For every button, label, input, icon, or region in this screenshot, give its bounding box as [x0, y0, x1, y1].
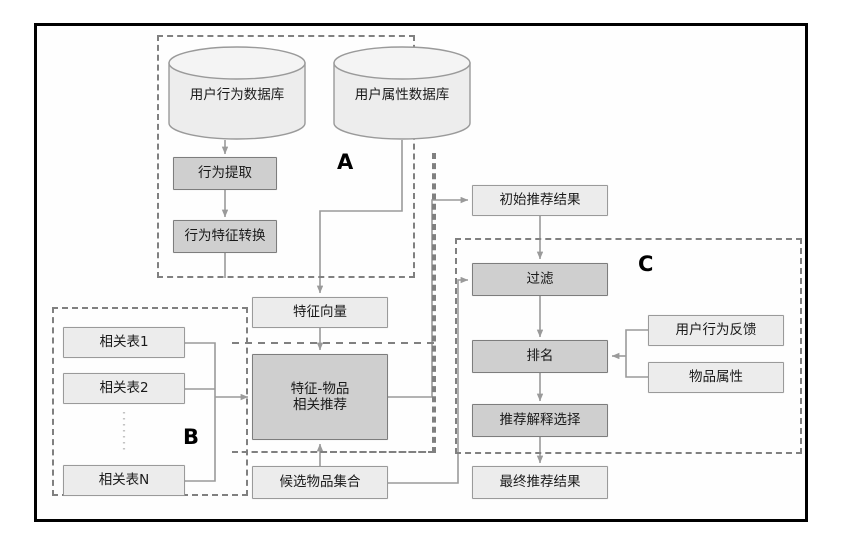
- node-recommend-explanation-select[interactable]: 推荐解释选择: [472, 404, 608, 437]
- group-c-boundary: [455, 238, 802, 454]
- node-feature-item-recommend-label: 特征-物品 相关推荐: [290, 380, 350, 413]
- node-candidate-item-set[interactable]: 候选物品集合: [252, 466, 388, 499]
- edge-relatedtable1-bus: [185, 342, 216, 397]
- node-feature-vector[interactable]: 特征向量: [252, 297, 388, 328]
- edge-feedback-bus: [625, 329, 648, 356]
- edge-itemattr-bus: [625, 356, 648, 378]
- node-related-table-2[interactable]: 相关表2: [63, 373, 185, 404]
- node-recommend-explanation-select-label: 推荐解释选择: [499, 412, 581, 429]
- edge-userattrdb-featurevector: [316, 140, 403, 294]
- user-attribute-db-shape: [333, 46, 471, 140]
- node-related-table-1[interactable]: 相关表1: [63, 327, 185, 358]
- node-related-table-n[interactable]: 相关表N: [63, 465, 185, 496]
- node-feature-item-recommend[interactable]: 特征-物品 相关推荐: [252, 354, 388, 440]
- group-label-c: C: [638, 252, 654, 276]
- node-user-behavior-feedback[interactable]: 用户行为反馈: [648, 315, 784, 346]
- node-final-recommend-result[interactable]: 最终推荐结果: [472, 466, 608, 499]
- group-middle-boundary-top: [232, 342, 436, 344]
- node-related-table-n-label: 相关表N: [98, 472, 150, 489]
- node-item-attribute-label: 物品属性: [689, 369, 743, 386]
- node-related-table-2-label: 相关表2: [99, 380, 149, 397]
- edge-relatedtablen-bus: [185, 397, 216, 482]
- node-filter[interactable]: 过滤: [472, 263, 608, 296]
- node-initial-recommend-result[interactable]: 初始推荐结果: [472, 185, 608, 216]
- node-filter-label: 过滤: [526, 271, 554, 288]
- node-feature-vector-label: 特征向量: [293, 304, 347, 321]
- node-behavior-feature-transform-label: 行为特征转换: [184, 228, 266, 245]
- node-ranking[interactable]: 排名: [472, 340, 608, 373]
- node-behavior-feature-transform[interactable]: 行为特征转换: [173, 220, 277, 253]
- node-user-behavior-feedback-label: 用户行为反馈: [675, 322, 757, 339]
- node-behavior-extraction[interactable]: 行为提取: [173, 157, 277, 190]
- group-label-a: A: [337, 150, 354, 174]
- group-label-b: B: [183, 425, 200, 449]
- node-ranking-label: 排名: [526, 348, 554, 365]
- group-a-boundary: [157, 35, 415, 278]
- node-initial-recommend-result-label: 初始推荐结果: [499, 192, 581, 209]
- node-item-attribute[interactable]: 物品属性: [648, 362, 784, 393]
- edge-candidate-filter: [388, 276, 469, 484]
- node-related-table-1-label: 相关表1: [99, 334, 149, 351]
- node-behavior-extraction-label: 行为提取: [198, 165, 252, 182]
- node-final-recommend-result-label: 最终推荐结果: [499, 474, 581, 491]
- user-behavior-db-shape: [168, 46, 306, 140]
- group-middle-boundary-patch: [232, 153, 436, 453]
- node-candidate-item-set-label: 候选物品集合: [279, 474, 361, 491]
